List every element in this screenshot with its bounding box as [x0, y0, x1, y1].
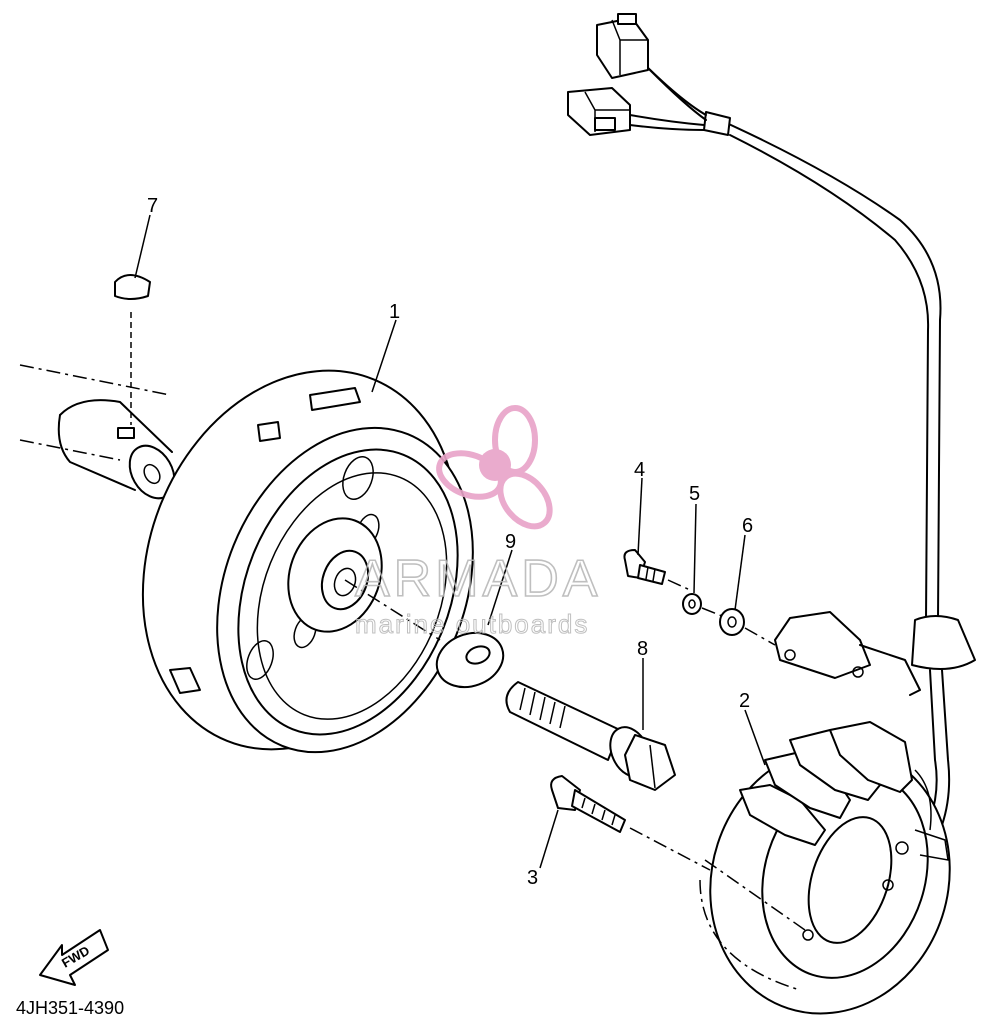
callout-6: 6	[742, 515, 753, 537]
callout-5: 5	[689, 483, 700, 505]
leader-lines	[134, 214, 766, 869]
callout-9: 9	[505, 531, 516, 553]
flywheel-rotor	[141, 369, 474, 754]
plain-washer	[435, 631, 505, 689]
woodruff-key	[114, 274, 151, 425]
crankshaft-end	[19, 364, 176, 500]
pickup-screw	[623, 549, 691, 591]
armada-watermark: ARMADA marine outboards	[354, 405, 601, 640]
watermark-tagline: marine outboards	[355, 609, 589, 639]
flywheel-bolt	[505, 681, 676, 791]
callout-3: 3	[527, 867, 538, 889]
pickup-coil	[774, 611, 921, 696]
drawing-code: 4JH351-4390	[16, 998, 124, 1018]
callout-4: 4	[634, 459, 645, 481]
stator-screw	[550, 775, 711, 871]
stator-assembly	[699, 721, 951, 1015]
callout-1: 1	[389, 301, 400, 323]
callout-7: 7	[147, 195, 158, 217]
wire-harness	[629, 59, 976, 826]
forward-arrow: FWD	[39, 929, 109, 986]
connector-upper	[596, 13, 649, 79]
spring-washer	[682, 593, 723, 617]
watermark-brand: ARMADA	[355, 550, 601, 608]
callout-2: 2	[739, 690, 750, 712]
callout-8: 8	[637, 638, 648, 660]
connector-lower	[567, 87, 631, 136]
propeller-logo-icon	[436, 405, 553, 530]
small-washer	[719, 608, 776, 646]
